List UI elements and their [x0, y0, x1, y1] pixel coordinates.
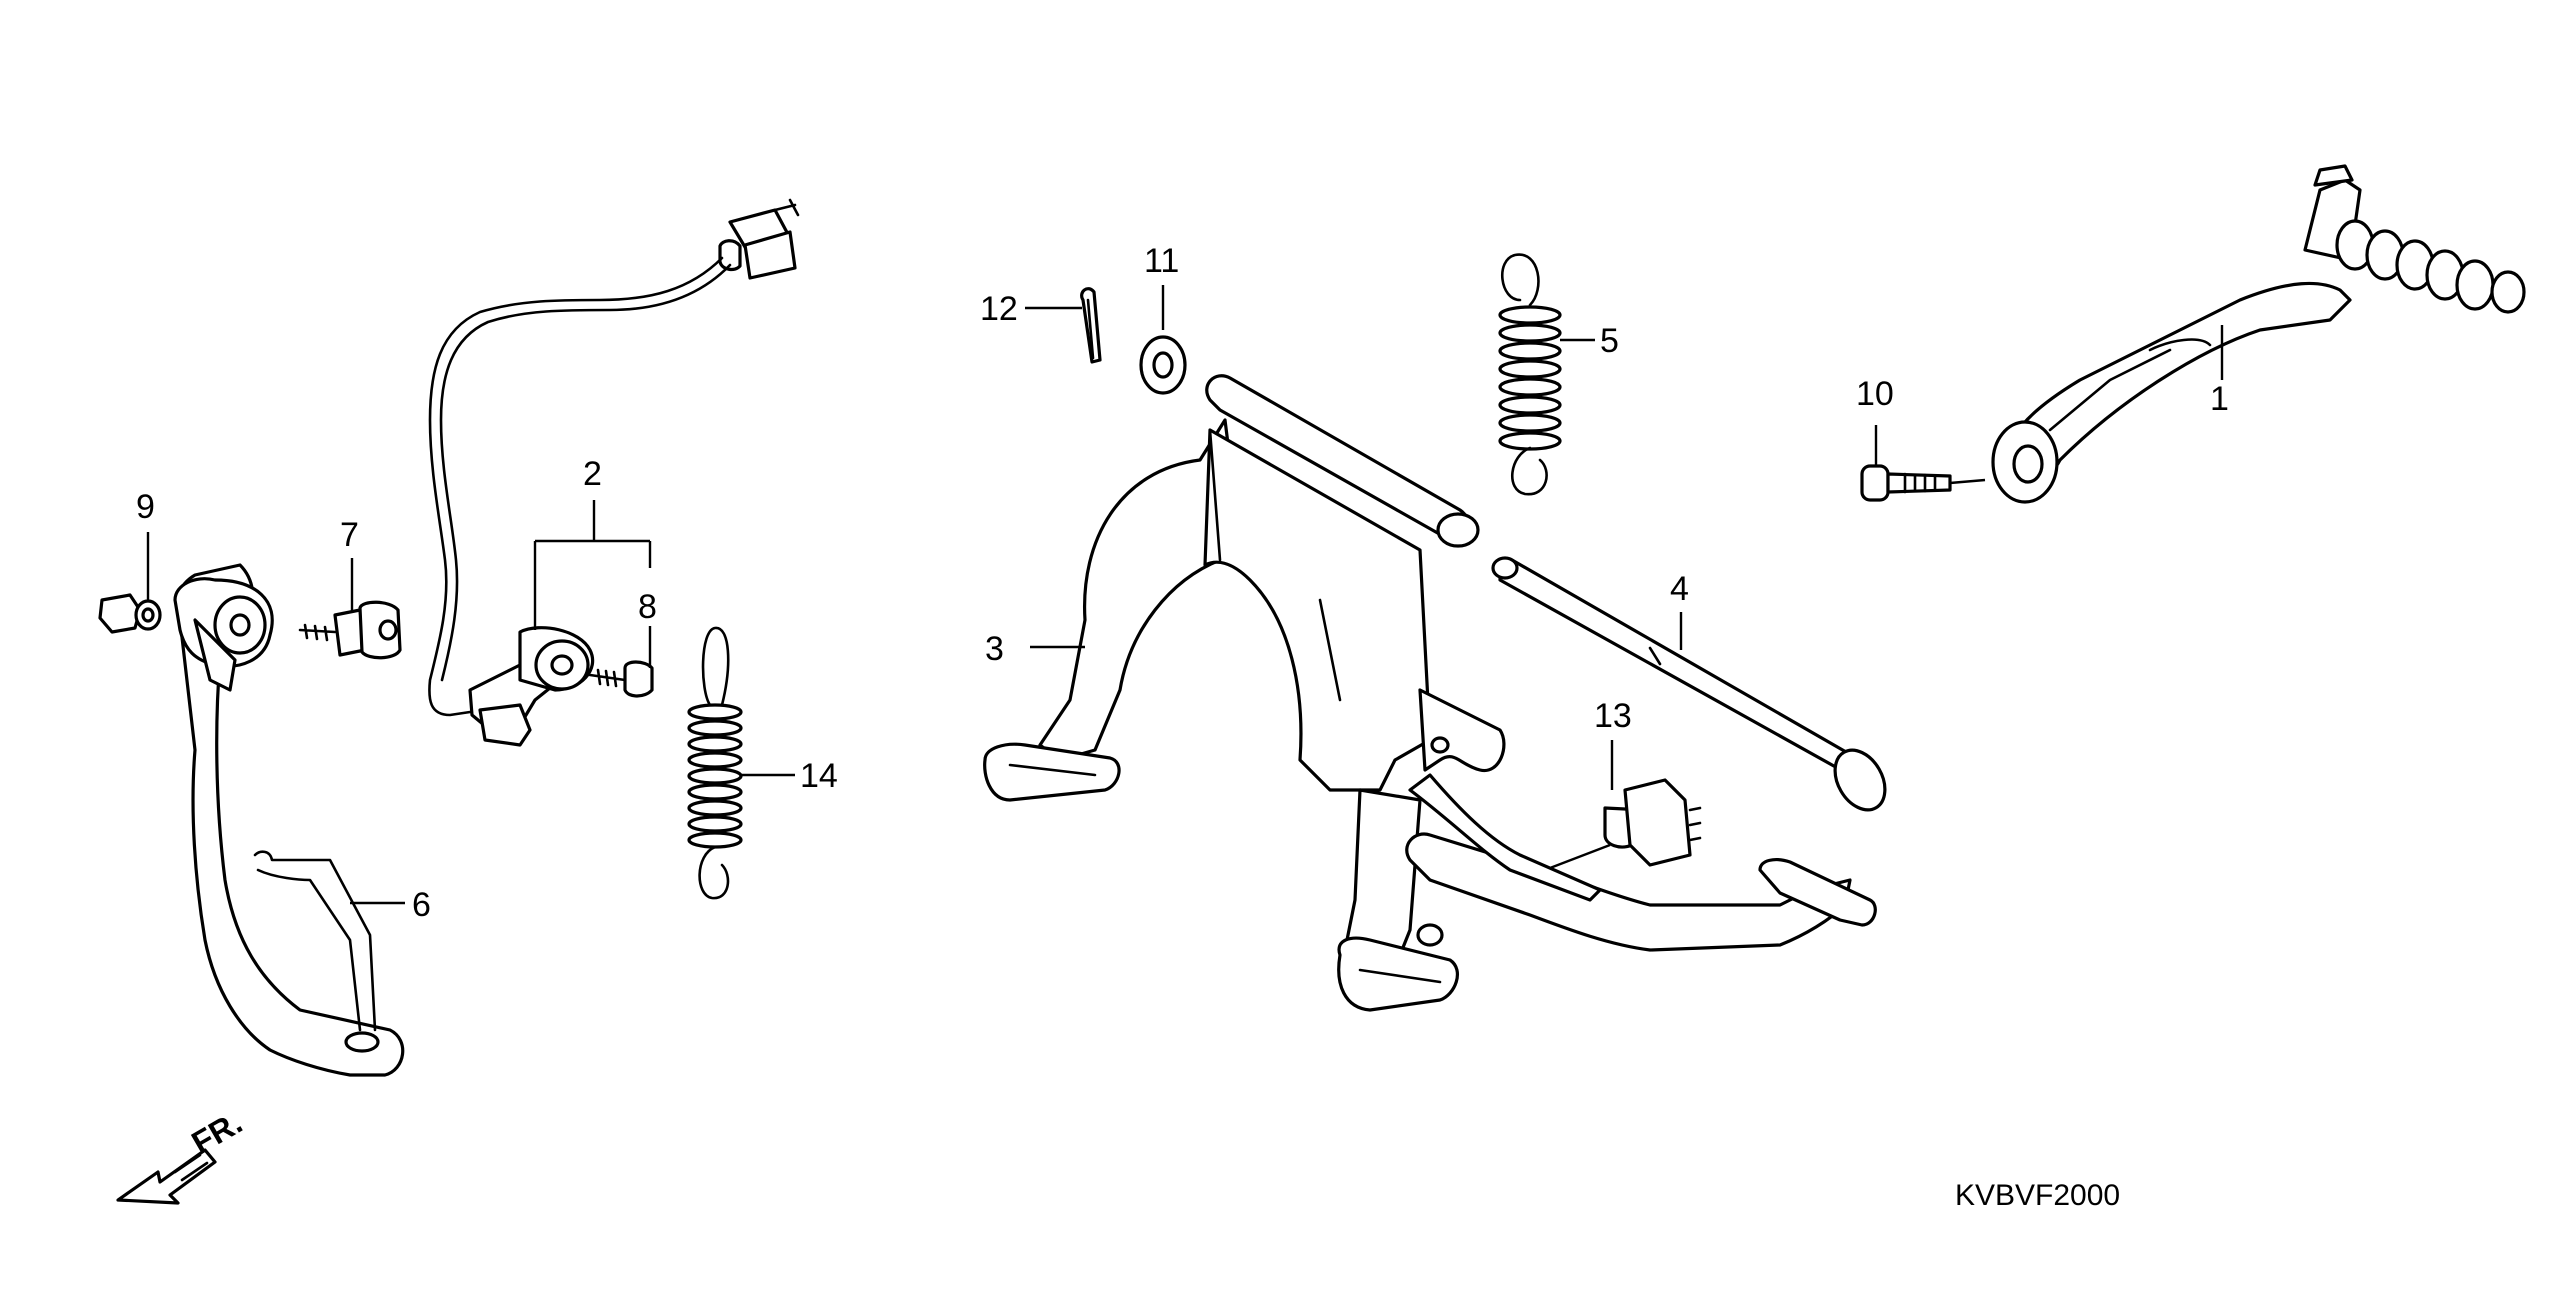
main-stand-3[interactable]: [983, 374, 1877, 1012]
diagram-code: KVBVF2000: [1955, 1179, 2120, 1212]
side-stand-switch-2[interactable]: [428, 198, 800, 747]
nut-9[interactable]: [98, 593, 162, 634]
kick-pedal-rubber: [2335, 219, 2526, 314]
kick-starter-arm[interactable]: [1991, 164, 2526, 504]
callout-8: 8: [638, 588, 657, 626]
front-direction-arrow: FR.: [116, 1104, 249, 1205]
callout-1: 1: [2210, 380, 2229, 418]
callout-5: 5: [1600, 322, 1619, 360]
cotter-pin-12[interactable]: [1080, 287, 1102, 364]
spring-14[interactable]: [687, 626, 743, 900]
callout-6: 6: [412, 886, 431, 924]
washer-11[interactable]: [1139, 335, 1187, 395]
flange-bolt-10[interactable]: [1860, 464, 1986, 502]
front-arrow-label: FR.: [186, 1104, 249, 1161]
stopper-rubber-13[interactable]: [1603, 778, 1702, 867]
callout-10: 10: [1856, 375, 1894, 413]
callout-11: 11: [1144, 242, 1179, 280]
callout-3: 3: [985, 630, 1004, 668]
spring-5[interactable]: [1498, 253, 1562, 496]
callout-13: 13: [1594, 697, 1632, 735]
callout-14: 14: [800, 757, 838, 795]
callout-9: 9: [136, 488, 155, 526]
side-stand-6[interactable]: [173, 563, 405, 1077]
stand-shaft-4[interactable]: [1491, 556, 1895, 819]
callout-4: 4: [1670, 570, 1689, 608]
pivot-bolt-7[interactable]: [298, 600, 402, 660]
callout-2: 2: [583, 455, 602, 493]
callout-7: 7: [340, 516, 359, 554]
leader-line-13b: [1549, 843, 1611, 870]
flange-bolt-8[interactable]: [588, 660, 654, 698]
callout-12: 12: [980, 290, 1018, 328]
